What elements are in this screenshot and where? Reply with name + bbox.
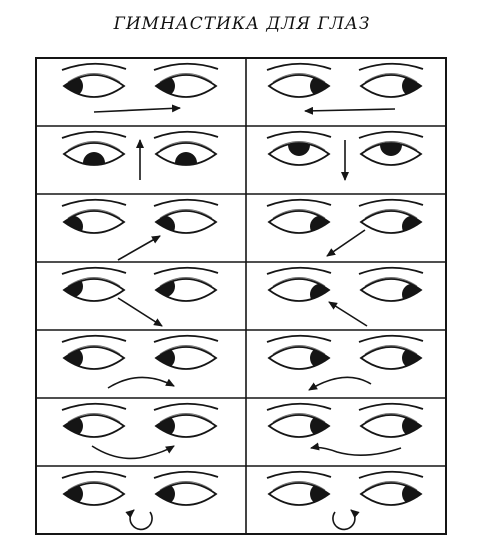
eyebrow	[62, 336, 126, 342]
eyebrow	[359, 64, 423, 70]
eyebrow	[154, 200, 218, 206]
eye	[267, 200, 332, 238]
exercise-cell-2-left	[62, 132, 218, 180]
eye	[359, 200, 424, 238]
eye	[359, 336, 424, 369]
eye	[267, 336, 332, 369]
eyebrow	[154, 336, 218, 342]
eyebrow	[154, 132, 218, 138]
eyebrow	[359, 472, 423, 478]
eye	[267, 404, 332, 437]
iris	[83, 152, 105, 174]
eye	[267, 268, 332, 306]
exercise-cell-5-left	[61, 336, 218, 388]
exercise-cell-7-right	[267, 472, 424, 530]
arrow-right-icon	[94, 108, 180, 112]
eyebrow	[359, 132, 423, 138]
eye	[153, 336, 218, 369]
wave-curve-right-icon	[92, 446, 174, 458]
eyebrow	[267, 472, 331, 478]
eye	[61, 336, 126, 369]
iris	[288, 134, 310, 156]
eyebrow	[267, 404, 331, 410]
arrow-down-left-icon	[327, 230, 365, 256]
exercise-cell-5-right	[267, 336, 424, 390]
eye	[153, 64, 218, 97]
iris	[380, 134, 402, 156]
eyebrow	[359, 268, 423, 274]
exercise-cell-6-right	[267, 404, 424, 455]
eyebrow	[62, 472, 126, 478]
exercise-cell-3-left	[61, 200, 218, 260]
eye	[61, 268, 126, 301]
eyebrow	[359, 404, 423, 410]
eyebrow	[359, 336, 423, 342]
eye	[154, 132, 218, 174]
exercise-cell-7-left	[61, 472, 218, 530]
eyebrow	[154, 404, 218, 410]
eyebrow	[359, 200, 423, 206]
iris	[175, 152, 197, 174]
eye	[61, 200, 126, 238]
eye	[359, 64, 424, 97]
eyebrow	[62, 404, 126, 410]
eye	[267, 64, 332, 97]
eyebrow	[62, 64, 126, 70]
exercise-cell-1-left	[61, 64, 218, 112]
eye	[61, 404, 126, 437]
circle-clockwise-icon	[130, 510, 152, 529]
eye	[359, 132, 423, 165]
exercise-cells	[61, 64, 424, 530]
circle-counterclockwise-icon	[333, 510, 355, 529]
eye	[359, 268, 424, 306]
eyebrow	[267, 268, 331, 274]
exercise-cell-2-right	[267, 132, 423, 180]
eye	[62, 132, 126, 174]
eye	[61, 64, 126, 97]
arrow-up-right-icon	[118, 236, 160, 260]
eyebrow	[62, 200, 126, 206]
eye	[153, 472, 218, 505]
eyebrow	[154, 64, 218, 70]
arc-curve-left-icon	[309, 377, 371, 390]
arrow-left-icon	[305, 109, 395, 111]
eye	[153, 404, 218, 437]
eyebrow	[154, 268, 218, 274]
wave-curve-left-icon	[311, 448, 401, 456]
eye	[153, 200, 218, 238]
arrow-down-right-icon	[118, 298, 162, 326]
eye	[61, 472, 126, 505]
eye	[267, 472, 332, 505]
arc-curve-right-icon	[108, 377, 174, 388]
exercise-cell-4-right	[267, 268, 424, 326]
eyebrow	[267, 336, 331, 342]
exercise-cell-4-left	[61, 268, 218, 326]
eyebrow	[267, 200, 331, 206]
exercise-cell-3-right	[267, 200, 424, 256]
eyebrow	[154, 472, 218, 478]
eye	[359, 472, 424, 505]
eyebrow	[62, 132, 126, 138]
exercise-cell-6-left	[61, 404, 218, 459]
exercise-cell-1-right	[267, 64, 424, 111]
eye	[267, 132, 331, 165]
eyebrow	[62, 268, 126, 274]
arrow-up-left-icon	[329, 302, 367, 326]
eyebrow	[267, 64, 331, 70]
eye	[359, 404, 424, 437]
eyebrow	[267, 132, 331, 138]
exercise-grid	[36, 58, 446, 534]
eye	[153, 268, 218, 301]
grid-frame	[36, 58, 446, 534]
